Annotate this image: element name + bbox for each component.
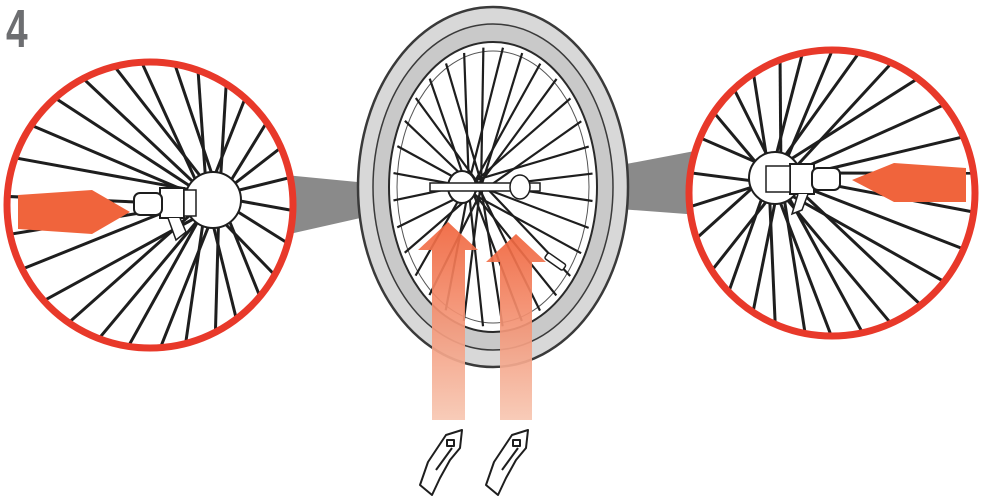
axle-nut-magnified-left xyxy=(0,5,325,405)
axle-nut-magnified-right xyxy=(660,0,983,393)
axle-end xyxy=(812,168,840,190)
dropout-bracket-icon xyxy=(420,430,528,495)
bicycle-wheel-icon xyxy=(358,7,628,367)
axle-nut xyxy=(160,188,184,218)
axle-end xyxy=(134,193,162,215)
axle-nut xyxy=(790,164,814,194)
